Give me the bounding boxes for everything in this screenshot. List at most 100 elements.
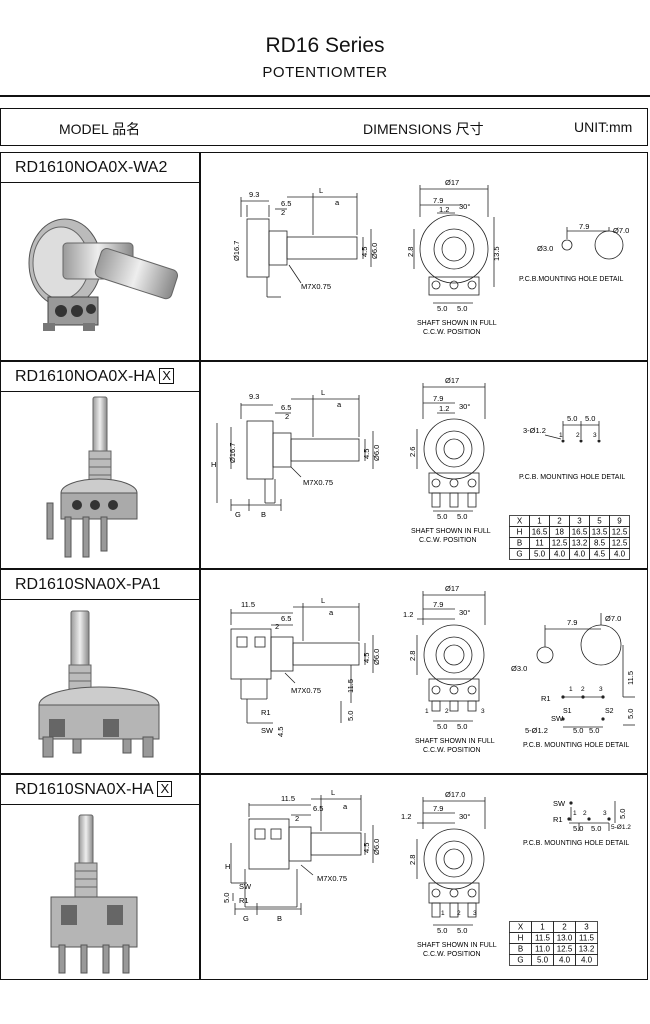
dim-label: 2	[275, 622, 279, 631]
dim-label: 1.2	[403, 610, 413, 619]
dim-label: a	[337, 400, 342, 409]
dim-label: B	[261, 510, 266, 519]
dim-label: H	[225, 862, 230, 871]
dim-label: H	[211, 460, 216, 469]
dim-label: 5.0	[589, 726, 599, 735]
dim-label: L	[331, 788, 335, 797]
x-table-value: 1	[540, 923, 545, 932]
thread-label: M7X0.75	[291, 686, 321, 695]
row-divider	[1, 568, 647, 570]
pin-label: SW	[553, 799, 566, 808]
dim-label: 5.0	[437, 512, 447, 521]
dim-label: a	[335, 198, 340, 207]
pcb-detail-label: P.C.B. MOUNTING HOLE DETAIL	[519, 474, 625, 481]
dim-label: 2.8	[408, 651, 417, 661]
dim-label: 5-Ø1.2	[611, 824, 631, 831]
dim-label: 7.9	[579, 222, 589, 231]
row-divider	[1, 360, 647, 362]
x-table-value: 4.0	[581, 956, 593, 965]
x-table-value: 18	[555, 528, 564, 537]
dim-label: Ø3.0	[537, 244, 553, 253]
pin-label: R1	[553, 815, 563, 824]
dim-label: a	[343, 802, 348, 811]
dim-label: 11.5	[626, 671, 635, 685]
x-table-value: 9	[617, 517, 622, 526]
unit-label: UNIT:mm	[574, 119, 633, 135]
dim-label: 6.5	[281, 199, 291, 208]
x-table-value: 2	[557, 517, 562, 526]
product-table: RD1610NOA0X-WA2 RD1610NOA0X-HA X RD1610S…	[0, 152, 648, 980]
dim-label: 2	[285, 412, 289, 421]
dim-label: 6.5	[281, 614, 291, 623]
dimensions-column-header: DIMENSIONS 尺寸	[363, 121, 484, 137]
x-table-value: B	[517, 539, 522, 548]
dimension-drawing-row-1: 9.3 6.5 2 L a Ø16.7 Ø6.0 4.5 M7X0.75 Ø17…	[232, 178, 629, 336]
dim-label: 5.0	[585, 414, 595, 423]
dim-label: 6.5	[313, 804, 323, 813]
dim-label: 5.0	[457, 512, 467, 521]
dim-label: Ø17	[445, 584, 459, 593]
dim-label: 13.5	[492, 246, 501, 261]
dim-label: Ø17	[445, 376, 459, 385]
x-table-value: H	[517, 528, 523, 537]
x-table-value: G	[517, 956, 523, 965]
dim-label: Ø7.0	[605, 614, 621, 623]
dim-label: 7.9	[433, 394, 443, 403]
dim-label: 7.9	[433, 600, 443, 609]
dim-label: L	[321, 596, 325, 605]
model-name-row-3: RD1610SNA0X-PA1	[1, 570, 199, 600]
pcb-detail-label: P.C.B.MOUNTING HOLE DETAIL	[519, 276, 623, 283]
pin-label: R1	[239, 896, 249, 905]
pin-number: 2	[445, 708, 449, 715]
x-table-value: 5.0	[534, 550, 546, 559]
x-variant-box: X	[159, 368, 175, 384]
x-table-value: 11	[535, 539, 544, 548]
x-table-value: G	[516, 550, 522, 559]
thread-label: M7X0.75	[303, 478, 333, 487]
dim-label: 7.9	[567, 618, 577, 627]
dim-label: Ø16.7	[232, 241, 241, 261]
x-table-value: 8.5	[594, 539, 606, 548]
pcb-detail-label: P.C.B. MOUNTING HOLE DETAIL	[523, 742, 629, 749]
x-table-value: 4.0	[614, 550, 626, 559]
x-table-value: 5	[597, 517, 602, 526]
column-divider	[199, 153, 201, 979]
pin-number: 3	[481, 708, 485, 715]
pin-number: 2	[457, 910, 461, 917]
dim-label: Ø6.0	[372, 445, 381, 461]
shaft-note: C.C.W. POSITION	[423, 747, 481, 754]
shaft-note: C.C.W. POSITION	[419, 537, 477, 544]
pin-number: 3	[593, 432, 597, 439]
pin-number: 3	[473, 910, 477, 917]
dim-label: L	[321, 388, 325, 397]
dim-label: 5.0	[457, 722, 467, 731]
x-table-cell	[609, 548, 630, 560]
pin-number: 2	[576, 432, 580, 439]
pin-number: 3	[599, 686, 603, 693]
angle-label: 30°	[459, 202, 470, 211]
pin-number: 1	[559, 432, 563, 439]
x-table-value: 11.5	[579, 934, 595, 943]
pin-label: SW	[239, 882, 252, 891]
dim-label: 5.0	[437, 722, 447, 731]
dim-label: 7.9	[433, 196, 443, 205]
dim-label: Ø6.0	[372, 839, 381, 855]
dim-label: 11.5	[241, 600, 255, 609]
dim-label: 3-Ø1.2	[523, 426, 546, 435]
pin-label: SW	[261, 726, 274, 735]
row-divider	[1, 773, 647, 775]
x-table-value: X	[518, 923, 524, 932]
thread-label: M7X0.75	[317, 874, 347, 883]
x-table-value: 13.0	[557, 934, 573, 943]
pcb-detail-label: P.C.B. MOUNTING HOLE DETAIL	[523, 840, 629, 847]
model-name-row-1: RD1610NOA0X-WA2	[1, 153, 199, 183]
x-table-value: H	[518, 934, 524, 943]
x-table-value: 13.2	[572, 539, 588, 548]
shaft-note: C.C.W. POSITION	[423, 951, 481, 958]
angle-label: 30°	[459, 812, 470, 821]
x-table-value: 12.5	[612, 539, 628, 548]
pin-label: R1	[541, 694, 551, 703]
dim-label: G	[243, 914, 249, 923]
dim-label: 2	[281, 208, 285, 217]
